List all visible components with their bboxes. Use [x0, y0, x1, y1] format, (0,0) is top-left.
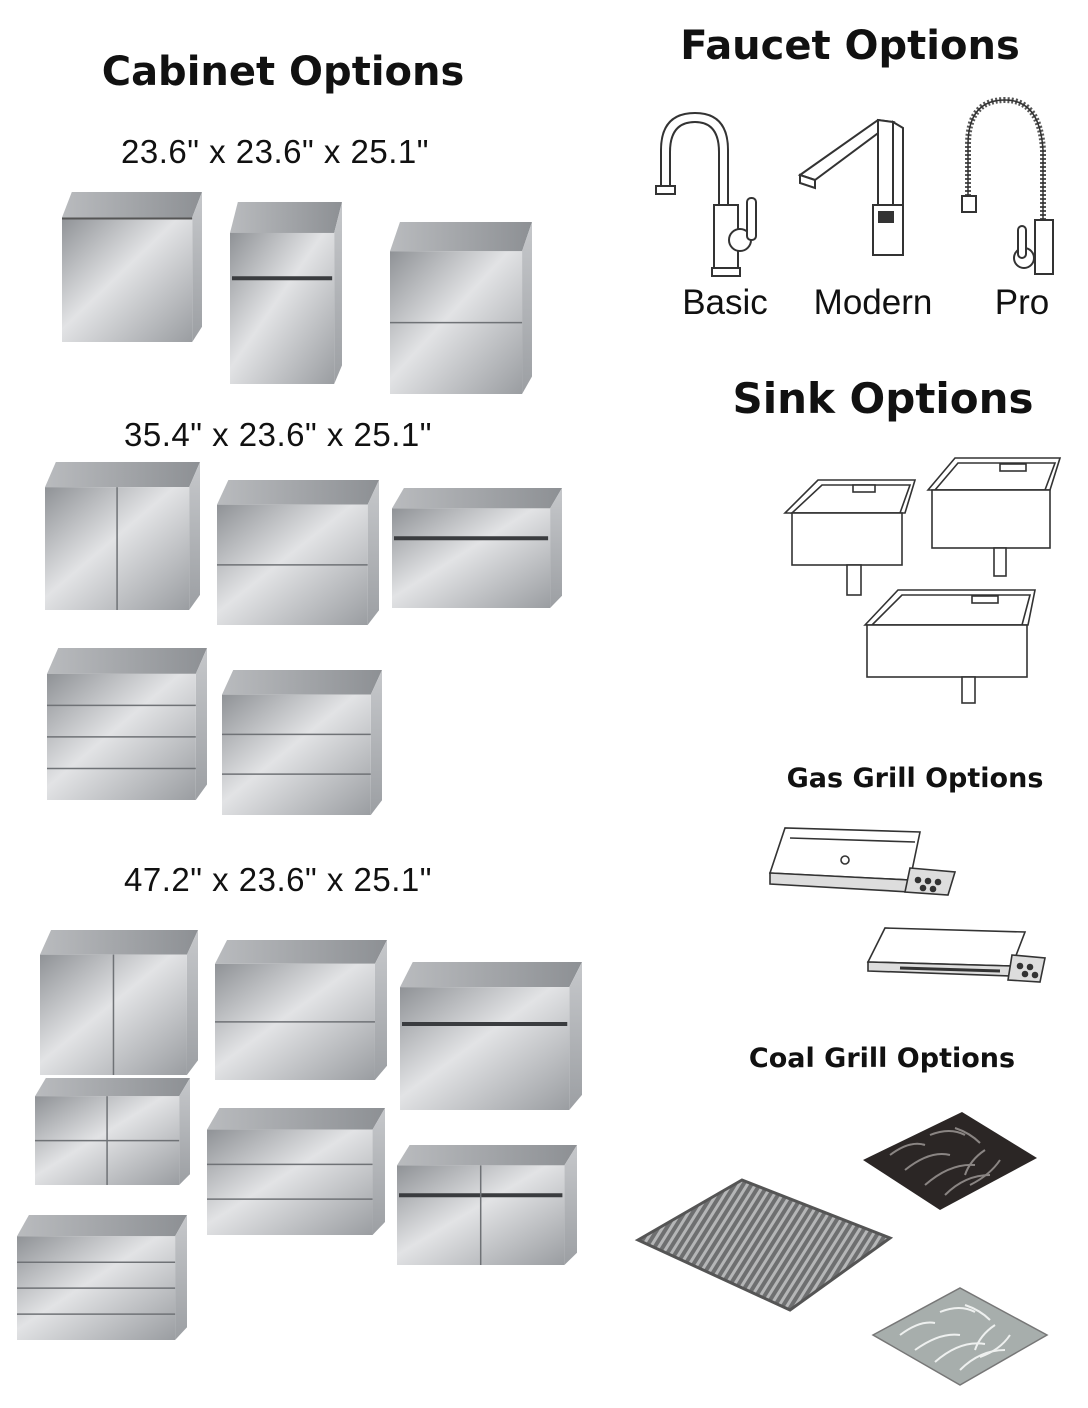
cabinet-top [222, 670, 382, 695]
cabinet-side [374, 940, 387, 1080]
cabinet-4drawer[interactable] [17, 1215, 187, 1340]
cabinet-top [392, 488, 562, 509]
cabinet-side [370, 670, 382, 815]
faucet-options-title: Faucet Options [680, 23, 1020, 69]
cabinet-front [207, 1129, 373, 1235]
cabinet-door[interactable] [62, 192, 202, 342]
sink-large[interactable] [863, 589, 1036, 704]
cabinet-drawer-door[interactable] [400, 962, 582, 1110]
cabinet-front [392, 508, 551, 608]
cabinet-drawer-door[interactable] [230, 202, 342, 384]
cabinet-illustrations [17, 192, 582, 1340]
faucet-pro[interactable] [961, 96, 1054, 275]
cabinet-top [217, 480, 379, 505]
cabinet-side [372, 1108, 385, 1235]
cabinet-4door[interactable] [35, 1078, 190, 1185]
cabinet-top [397, 1145, 577, 1166]
sink-medium[interactable] [926, 457, 1062, 577]
coal-plate-light[interactable] [871, 1287, 1049, 1386]
cabinet-3drawer[interactable] [207, 1108, 385, 1235]
faucet-label-basic: Basic [682, 283, 768, 322]
cabinet-top [40, 930, 198, 955]
gas-grill-options-title: Gas Grill Options [786, 763, 1044, 794]
cabinet-top [17, 1215, 187, 1237]
cabinet-side [179, 1078, 190, 1185]
cabinet-front [230, 232, 335, 384]
cabinet-3drawer[interactable] [222, 670, 382, 815]
cabinet-size-label: 35.4" x 23.6" x 25.1" [124, 416, 432, 453]
cabinet-2drawer[interactable] [215, 940, 387, 1080]
cabinet-top [47, 648, 207, 674]
cabinet-top [207, 1108, 385, 1130]
gas-grill-1[interactable] [768, 827, 957, 896]
gas-grill-2[interactable] [866, 927, 1046, 983]
cabinet-side [192, 192, 202, 342]
faucet-basic[interactable] [655, 111, 757, 277]
cabinet-side [195, 648, 207, 800]
cabinet-front [222, 694, 371, 815]
cabinet-2door[interactable] [45, 462, 200, 610]
cabinet-size-label: 23.6" x 23.6" x 25.1" [121, 133, 429, 170]
cabinet-side [175, 1215, 187, 1340]
cabinet-top [215, 940, 387, 964]
cabinet-2drawer[interactable] [390, 222, 532, 394]
cabinet-top [230, 202, 342, 233]
sink-small[interactable] [783, 479, 917, 596]
cabinet-side [189, 462, 200, 610]
coal-plate-dark[interactable] [863, 1112, 1037, 1210]
faucet-label-modern: Modern [813, 283, 933, 322]
cabinet-2drawer[interactable] [217, 480, 379, 625]
cabinet-split-door[interactable] [397, 1145, 577, 1265]
sink-options-title: Sink Options [732, 374, 1034, 423]
cabinet-2door[interactable] [40, 930, 198, 1075]
cabinet-side [569, 962, 582, 1110]
cabinet-side [367, 480, 379, 625]
cabinet-top [35, 1078, 190, 1097]
cabinet-side [564, 1145, 577, 1265]
cabinet-4drawer[interactable] [47, 648, 207, 800]
cabinet-top [62, 192, 202, 218]
cabinet-top [45, 462, 200, 488]
cabinet-size-label: 47.2" x 23.6" x 25.1" [124, 861, 432, 898]
coal-grill-options-title: Coal Grill Options [748, 1043, 1016, 1074]
faucet-modern[interactable] [797, 118, 904, 256]
cabinet-front [400, 987, 570, 1110]
cabinet-top [400, 962, 582, 988]
cabinet-front [62, 217, 193, 342]
cabinet-side [334, 202, 342, 384]
faucet-label-pro: Pro [994, 283, 1050, 322]
cabinet-drawer-door[interactable] [392, 488, 562, 608]
cabinet-side [186, 930, 198, 1075]
cabinet-side [550, 488, 562, 608]
coal-grate[interactable] [634, 1178, 894, 1312]
cabinet-side [522, 222, 532, 394]
cabinet-top [390, 222, 532, 252]
cabinet-options-title: Cabinet Options [101, 49, 465, 95]
